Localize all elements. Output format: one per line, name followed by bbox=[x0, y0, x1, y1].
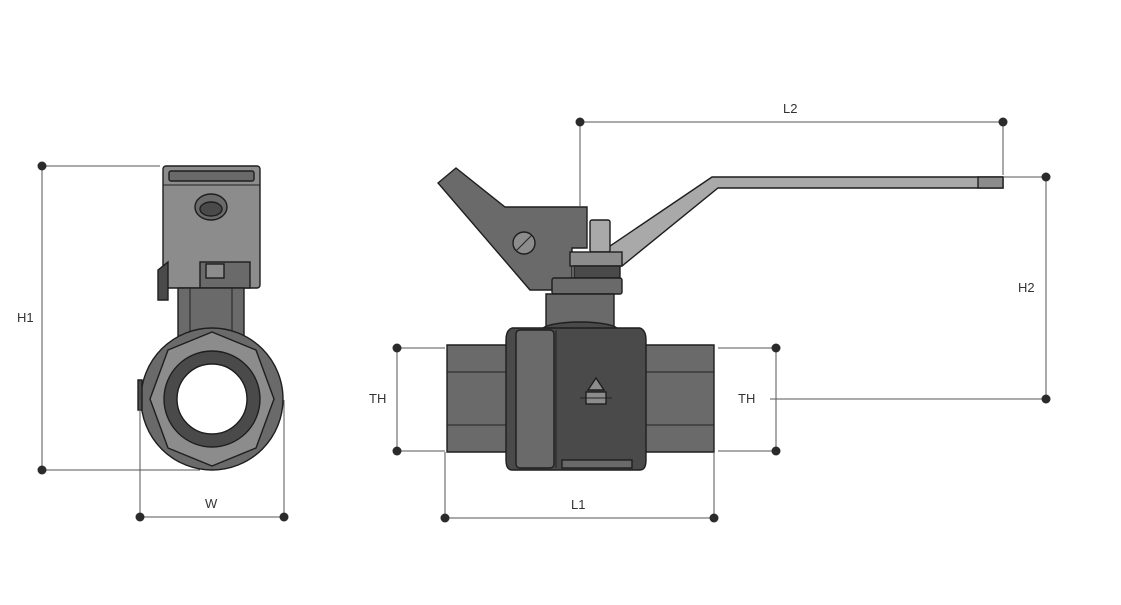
dimension-h1: H1 bbox=[17, 161, 200, 475]
dimension-l1: L1 bbox=[440, 452, 719, 523]
dimension-label-w: W bbox=[205, 496, 218, 511]
dimension-label-th-left: TH bbox=[369, 391, 386, 406]
side-view-valve-symbol-icon bbox=[580, 376, 612, 405]
dimension-th-left: TH bbox=[369, 343, 445, 456]
dimension-h2: H2 bbox=[770, 172, 1051, 404]
dimension-w: W bbox=[135, 400, 289, 522]
side-view-right-end bbox=[639, 344, 715, 453]
dimension-l2: L2 bbox=[575, 101, 1008, 207]
dimension-label-h2: H2 bbox=[1018, 280, 1035, 295]
side-view-left-end bbox=[446, 344, 516, 453]
side-view-lever-handle bbox=[582, 176, 1004, 267]
valve-end-view bbox=[137, 165, 284, 471]
side-view-locking-plate bbox=[437, 167, 588, 291]
dimension-th-right: TH bbox=[718, 343, 781, 456]
dimension-label-h1: H1 bbox=[17, 310, 34, 325]
dimension-label-l2: L2 bbox=[783, 101, 797, 116]
dimension-label-th-right: TH bbox=[738, 391, 755, 406]
end-view-bore bbox=[176, 363, 248, 435]
dimension-label-l1: L1 bbox=[571, 497, 585, 512]
valve-side-view bbox=[437, 167, 1004, 471]
